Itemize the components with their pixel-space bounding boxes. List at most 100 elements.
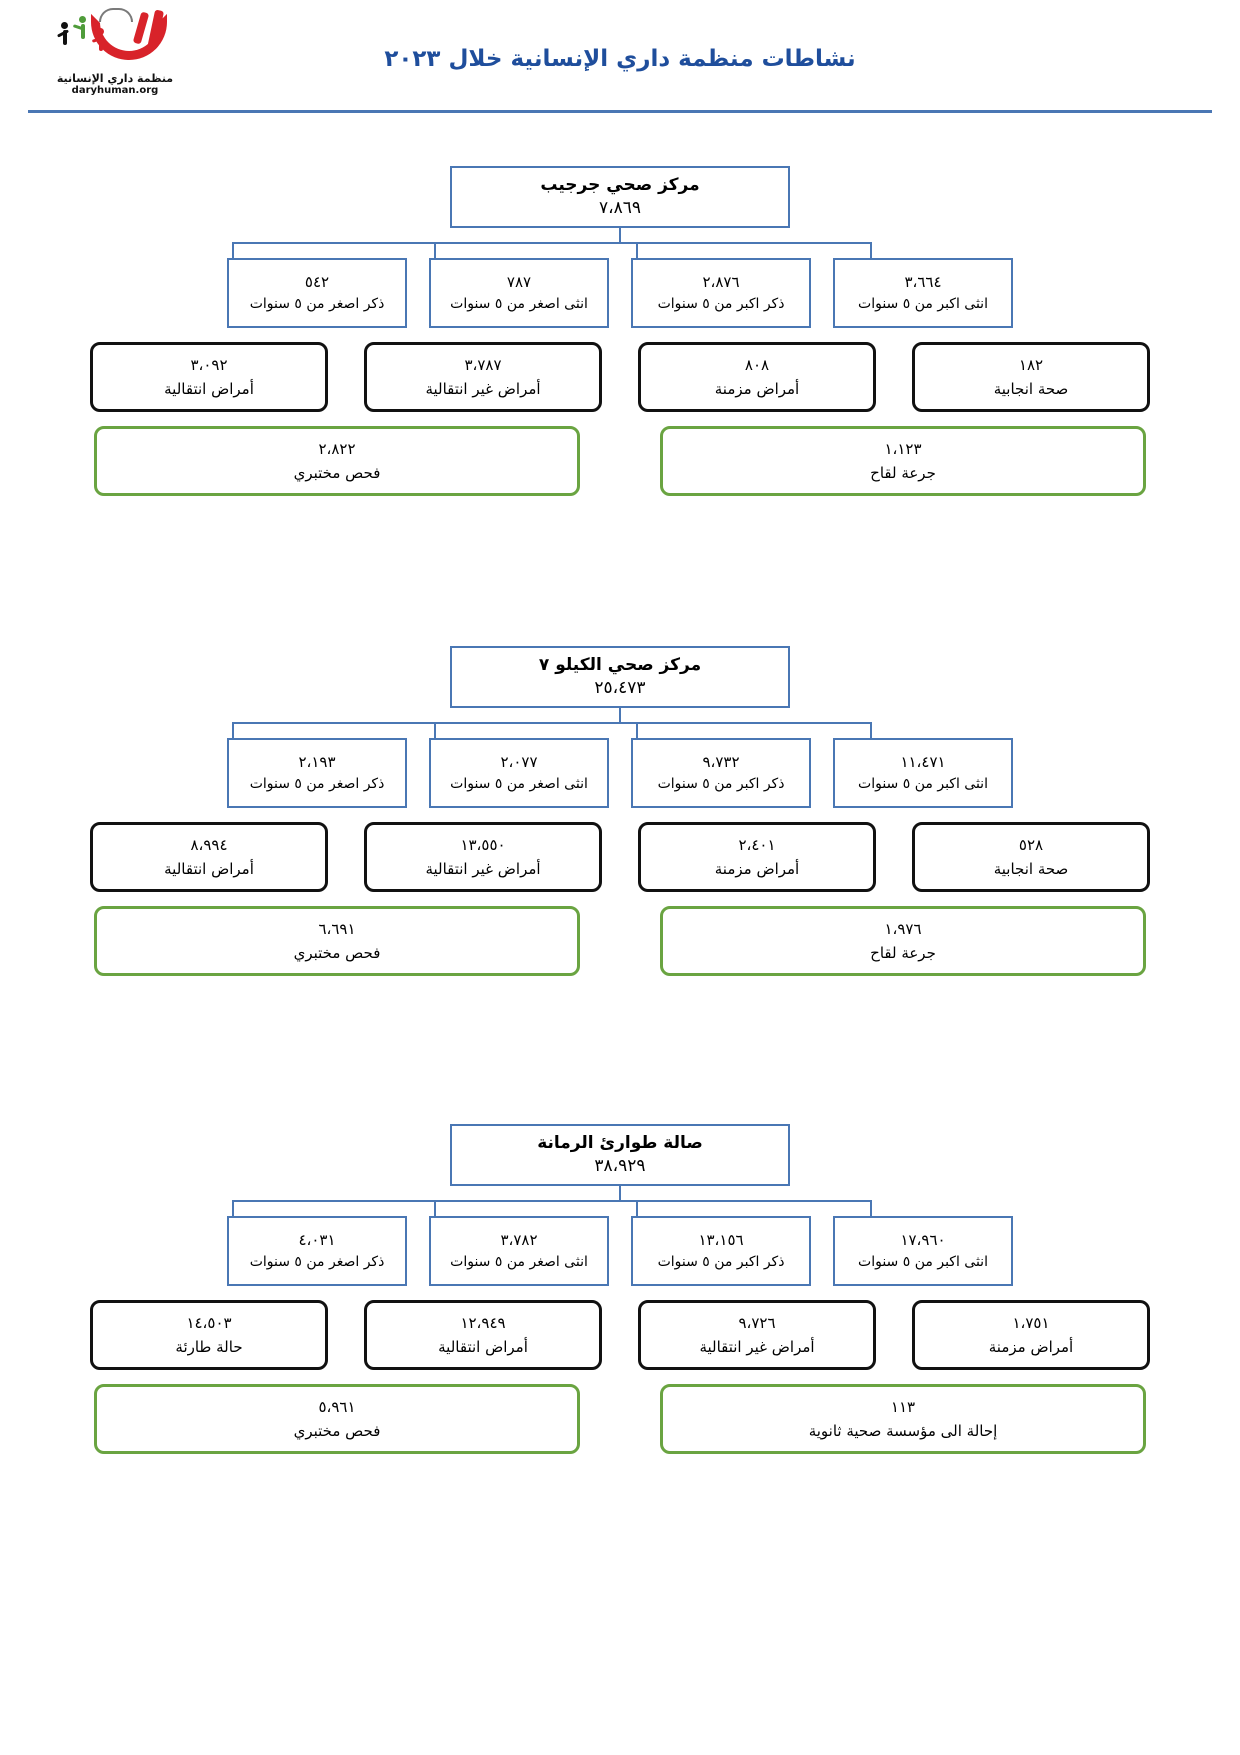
page-title: نشاطات منظمة داري الإنسانية خلال ٢٠٢٣: [384, 46, 856, 72]
service-category-node: ١،٧٥١ أمراض مزمنة: [912, 1300, 1150, 1370]
connector-drop: [232, 242, 234, 258]
facility-root-node: مركز صحي جرجيب ٧،٨٦٩: [450, 166, 790, 228]
demographic-label: ذكر اكبر من ٥ سنوات: [657, 1253, 785, 1270]
demographic-label: انثى اصغر من ٥ سنوات: [450, 1253, 588, 1270]
logo-subtitle: منظمة داري الإنسانية: [56, 72, 174, 85]
service-category-node: ١٢،٩٤٩ أمراض انتقالية: [364, 1300, 602, 1370]
connector-stem: [619, 1186, 621, 1201]
service-label: حالة طارئة: [175, 1338, 243, 1356]
supplementary-value: ٦،٦٩١: [318, 920, 356, 938]
connector-drop: [232, 1200, 234, 1216]
connector-drop: [434, 242, 436, 258]
demographic-row: ١١،٤٧١ انثى اكبر من ٥ سنوات ٩،٧٣٢ ذكر اك…: [0, 738, 1240, 808]
demographic-value: ١٣،١٥٦: [698, 1231, 744, 1250]
demographic-label: انثى اكبر من ٥ سنوات: [858, 775, 988, 792]
demographic-node: ٤،٠٣١ ذكر اصغر من ٥ سنوات: [227, 1216, 407, 1286]
connector-stem: [619, 228, 621, 243]
supplementary-service-row: ١١٣ إحالة الى مؤسسة صحية ثانوية ٥،٩٦١ فح…: [0, 1384, 1240, 1454]
demographic-value: ٢،١٩٣: [298, 753, 336, 772]
supplementary-label: جرعة لقاح: [870, 464, 936, 482]
supplementary-value: ٥،٩٦١: [318, 1398, 356, 1416]
service-value: ١٣،٥٥٠: [460, 836, 506, 854]
demographic-value: ٣،٧٨٢: [500, 1231, 538, 1250]
connector-drop: [434, 1200, 436, 1216]
demographic-node: ٧٨٧ انثى اصغر من ٥ سنوات: [429, 258, 609, 328]
supplementary-service-node: ١١٣ إحالة الى مؤسسة صحية ثانوية: [660, 1384, 1146, 1454]
facility-section: صالة طوارئ الرمانة ٣٨،٩٢٩ ١٧،٩٦٠ انثى اك…: [0, 1124, 1240, 1454]
demographic-node: ٣،٧٨٢ انثى اصغر من ٥ سنوات: [429, 1216, 609, 1286]
service-value: ٢،٤٠١: [738, 836, 776, 854]
service-value: ٥٢٨: [1018, 836, 1044, 854]
service-label: أمراض انتقالية: [164, 380, 254, 398]
supplementary-value: ١،١٢٣: [884, 440, 922, 458]
service-label: صحة انجابية: [993, 860, 1069, 878]
supplementary-service-row: ١،٩٧٦ جرعة لقاح ٦،٦٩١ فحص مختبري: [0, 906, 1240, 976]
demographic-value: ٣،٦٦٤: [904, 273, 942, 292]
supplementary-service-node: ٦،٦٩١ فحص مختبري: [94, 906, 580, 976]
service-label: أمراض غير انتقالية: [699, 1338, 815, 1356]
service-value: ١٨٢: [1018, 356, 1044, 374]
supplementary-service-node: ٥،٩٦١ فحص مختبري: [94, 1384, 580, 1454]
facility-section: مركز صحي الكيلو ٧ ٢٥،٤٧٣ ١١،٤٧١ انثى اكب…: [0, 646, 1240, 976]
service-category-node: ٨٠٨ أمراض مزمنة: [638, 342, 876, 412]
demographic-node: ٢،٨٧٦ ذكر اكبر من ٥ سنوات: [631, 258, 811, 328]
demographic-label: ذكر اكبر من ٥ سنوات: [657, 775, 785, 792]
facility-root-node: مركز صحي الكيلو ٧ ٢٥،٤٧٣: [450, 646, 790, 708]
demographic-label: ذكر اصغر من ٥ سنوات: [249, 295, 385, 312]
facility-total-value: ٧،٨٦٩: [599, 197, 642, 218]
connector-drop: [636, 242, 638, 258]
demographic-value: ٧٨٧: [506, 273, 532, 292]
connector-drop: [636, 1200, 638, 1216]
demographic-label: انثى اكبر من ٥ سنوات: [858, 1253, 988, 1270]
supplementary-service-row: ١،١٢٣ جرعة لقاح ٢،٨٢٢ فحص مختبري: [0, 426, 1240, 496]
service-value: ٨٠٨: [744, 356, 770, 374]
facility-root-node: صالة طوارئ الرمانة ٣٨،٩٢٩: [450, 1124, 790, 1186]
service-category-row: ١٨٢ صحة انجابية ٨٠٨ أمراض مزمنة ٣،٧٨٧ أم…: [0, 342, 1240, 412]
logo-mark-icon: [55, 8, 175, 70]
demographic-row: ٣،٦٦٤ انثى اكبر من ٥ سنوات ٢،٨٧٦ ذكر اكب…: [0, 258, 1240, 328]
service-label: أمراض غير انتقالية: [425, 860, 541, 878]
facility-name: مركز صحي الكيلو ٧: [538, 655, 702, 676]
connector-drop: [434, 722, 436, 738]
header-divider: [28, 110, 1212, 113]
service-category-node: ٨،٩٩٤ أمراض انتقالية: [90, 822, 328, 892]
service-value: ١٤،٥٠٣: [186, 1314, 232, 1332]
facility-name: صالة طوارئ الرمانة: [537, 1133, 703, 1154]
root-node-row: مركز صحي الكيلو ٧ ٢٥،٤٧٣: [0, 646, 1240, 708]
page-header: منظمة داري الإنسانية daryhuman.org نشاطا…: [0, 0, 1240, 118]
supplementary-value: ١،٩٧٦: [884, 920, 922, 938]
demographic-label: ذكر اصغر من ٥ سنوات: [249, 1253, 385, 1270]
demographic-node: ٩،٧٣٢ ذكر اكبر من ٥ سنوات: [631, 738, 811, 808]
connector-drop: [636, 722, 638, 738]
demographic-row: ١٧،٩٦٠ انثى اكبر من ٥ سنوات ١٣،١٥٦ ذكر ا…: [0, 1216, 1240, 1286]
tree-connectors: [0, 708, 1240, 738]
demographic-label: ذكر اصغر من ٥ سنوات: [249, 775, 385, 792]
demographic-label: ذكر اكبر من ٥ سنوات: [657, 295, 785, 312]
demographic-value: ١٧،٩٦٠: [900, 1231, 946, 1250]
demographic-node: ٢،١٩٣ ذكر اصغر من ٥ سنوات: [227, 738, 407, 808]
service-label: صحة انجابية: [993, 380, 1069, 398]
connector-drop: [870, 722, 872, 738]
logo-website-url: daryhuman.org: [71, 85, 159, 96]
tree-connectors: [0, 1186, 1240, 1216]
service-label: أمراض انتقالية: [164, 860, 254, 878]
supplementary-label: فحص مختبري: [293, 464, 381, 482]
root-node-row: مركز صحي جرجيب ٧،٨٦٩: [0, 166, 1240, 228]
service-category-node: ١٨٢ صحة انجابية: [912, 342, 1150, 412]
demographic-node: ٣،٦٦٤ انثى اكبر من ٥ سنوات: [833, 258, 1013, 328]
service-category-node: ٩،٧٢٦ أمراض غير انتقالية: [638, 1300, 876, 1370]
demographic-value: ٢،٨٧٦: [702, 273, 740, 292]
service-value: ٨،٩٩٤: [190, 836, 228, 854]
supplementary-label: فحص مختبري: [293, 1422, 381, 1440]
connector-drop: [232, 722, 234, 738]
service-label: أمراض انتقالية: [438, 1338, 528, 1356]
service-label: أمراض مزمنة: [988, 1338, 1074, 1356]
supplementary-service-node: ١،٩٧٦ جرعة لقاح: [660, 906, 1146, 976]
supplementary-service-node: ٢،٨٢٢ فحص مختبري: [94, 426, 580, 496]
demographic-value: ٤،٠٣١: [298, 1231, 336, 1250]
demographic-value: ١١،٤٧١: [900, 753, 946, 772]
facility-name: مركز صحي جرجيب: [540, 175, 700, 196]
supplementary-label: إحالة الى مؤسسة صحية ثانوية: [808, 1422, 998, 1440]
service-category-node: ١٣،٥٥٠ أمراض غير انتقالية: [364, 822, 602, 892]
connector-drop: [870, 1200, 872, 1216]
